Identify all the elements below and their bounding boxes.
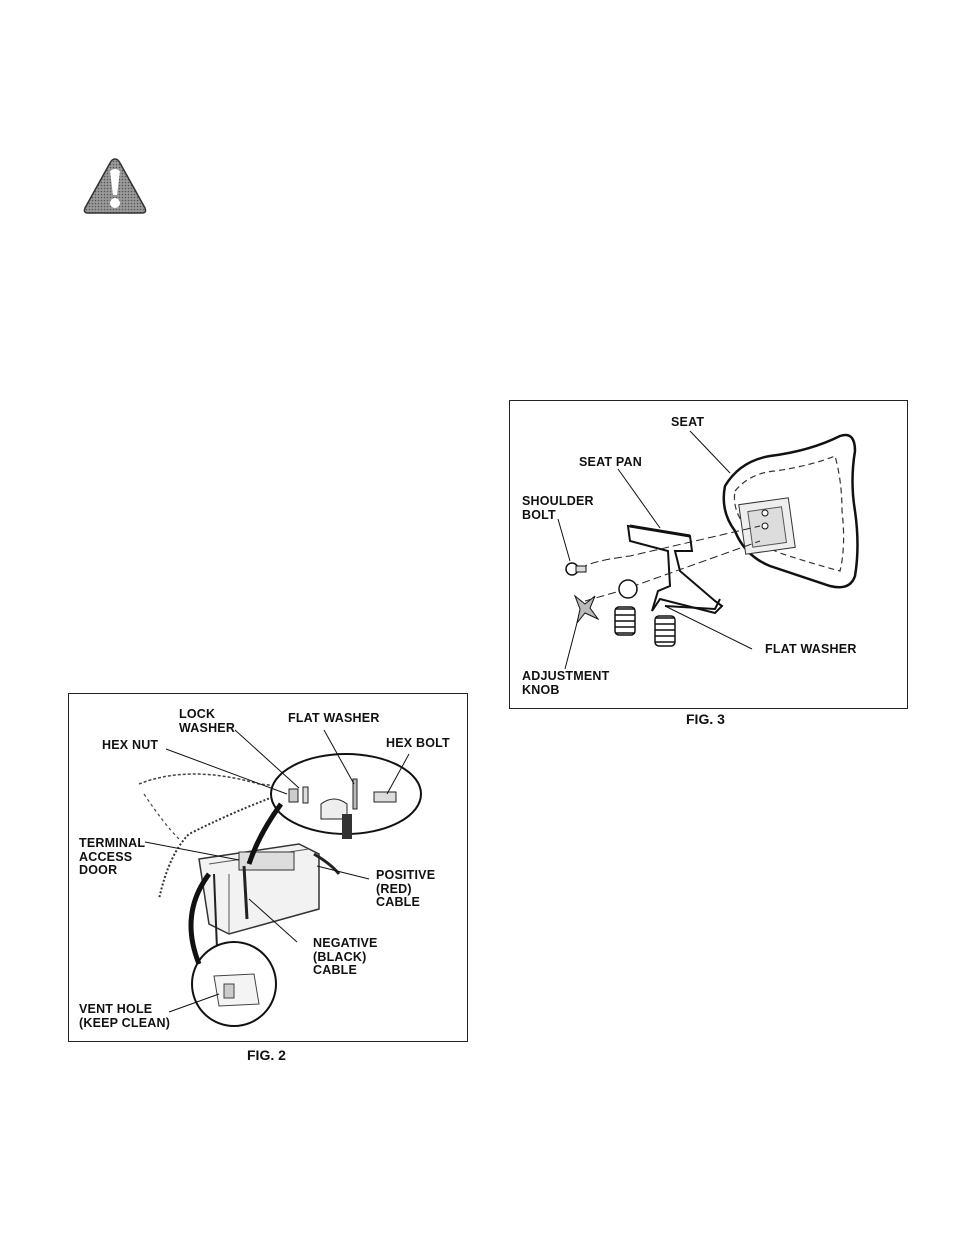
label-positive-cable: POSITIVE(RED)CABLE <box>376 869 435 910</box>
label-vent-hole: VENT HOLE(KEEP CLEAN) <box>79 1003 170 1030</box>
label-flat-washer: FLAT WASHER <box>288 712 380 726</box>
label-hex-nut: HEX NUT <box>102 739 158 753</box>
label-hex-bolt: HEX BOLT <box>386 737 450 751</box>
seat-illustration <box>510 401 907 708</box>
warning-triangle-icon <box>82 157 148 215</box>
label-flat-washer: FLAT WASHER <box>765 643 857 657</box>
label-seat-pan: SEAT PAN <box>579 456 642 470</box>
label-seat: SEAT <box>671 416 704 430</box>
fig2-caption: FIG. 2 <box>247 1047 286 1063</box>
fig3-caption: FIG. 3 <box>686 711 725 727</box>
label-negative-cable: NEGATIVE(BLACK)CABLE <box>313 937 378 978</box>
